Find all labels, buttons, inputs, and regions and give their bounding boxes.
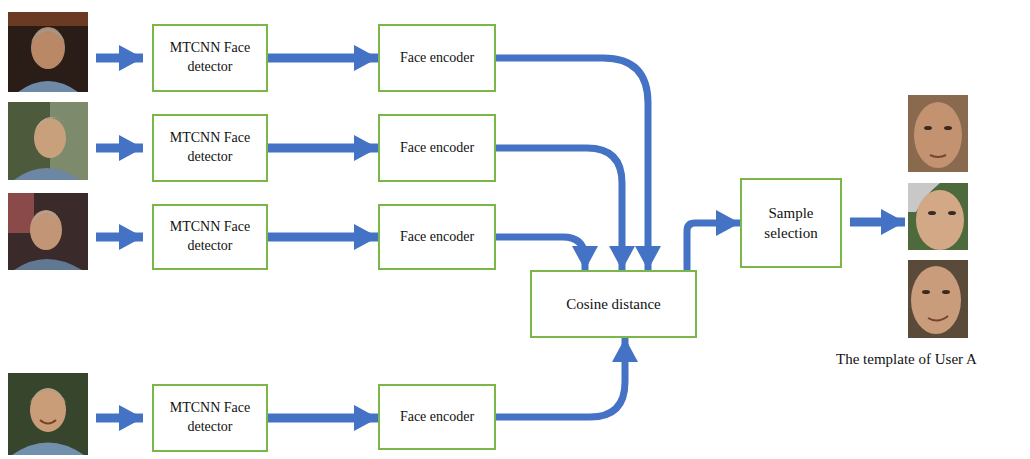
box-text-group: Face encoder [400, 408, 474, 427]
box-text-group: Cosine distance [566, 294, 661, 314]
flow-arrow [268, 233, 378, 242]
flow-arrow [687, 223, 740, 270]
box-text-group: MTCNN Face detector [158, 129, 262, 167]
box-label: MTCNN Face detector [158, 218, 262, 256]
similarity-box: Cosine distance [530, 270, 697, 338]
caption-label: The template of User A [836, 351, 977, 368]
box-label: Face encoder [400, 228, 474, 247]
flow-arrow [268, 144, 378, 153]
box-label: Face encoder [400, 139, 474, 158]
detector-box: MTCNN Face detector [152, 204, 268, 270]
box-text-group: Face encoder [400, 49, 474, 68]
selection-box: Sample selection [740, 178, 842, 268]
box-text-group: MTCNN Face detector [158, 399, 262, 437]
box-label: MTCNN Face detector [158, 129, 262, 167]
box-text-group: Sample selection [746, 203, 836, 244]
flow-arrow [496, 58, 648, 270]
flow-arrow [496, 338, 625, 417]
box-label: Face encoder [400, 408, 474, 427]
detector-box: MTCNN Face detector [152, 24, 268, 92]
encoder-box: Face encoder [378, 384, 496, 450]
template-face [908, 260, 968, 338]
box-text-group: Face encoder [400, 139, 474, 158]
box-label: MTCNN Face detector [158, 39, 262, 77]
box-text-group: MTCNN Face detector [158, 39, 262, 77]
output-arrow [850, 218, 905, 227]
box-label: Sample selection [746, 203, 836, 244]
face-photo [8, 373, 88, 455]
detector-box: MTCNN Face detector [152, 384, 268, 452]
template-face [908, 95, 968, 172]
box-label: MTCNN Face detector [158, 399, 262, 437]
encoder-box: Face encoder [378, 204, 496, 270]
detector-box: MTCNN Face detector [152, 114, 268, 182]
face-photo [8, 193, 88, 270]
box-label: Face encoder [400, 49, 474, 68]
flow-arrow [496, 148, 622, 270]
input-arrow [96, 58, 143, 418]
box-label: Cosine distance [566, 294, 661, 314]
flow-arrow [268, 414, 378, 423]
flow-arrow [496, 237, 585, 270]
flow-arrow [268, 54, 378, 63]
template-face [908, 183, 968, 250]
box-text-group: MTCNN Face detector [158, 218, 262, 256]
box-text-group: Face encoder [400, 228, 474, 247]
encoder-box: Face encoder [378, 114, 496, 182]
face-photo [8, 12, 88, 92]
face-photo [8, 102, 88, 180]
encoder-box: Face encoder [378, 24, 496, 92]
